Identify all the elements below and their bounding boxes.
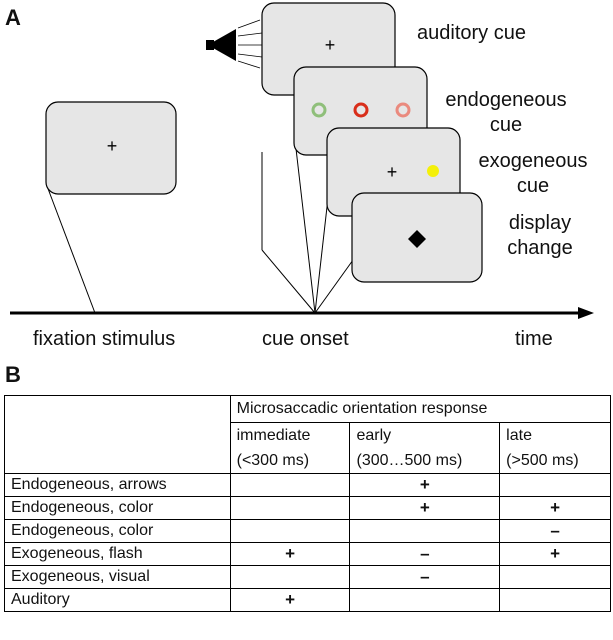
table-column-header-row: immediate (<300 ms) early (300…500 ms) l… [5, 422, 611, 474]
table-row: Exogeneous, flash + – + [4, 542, 611, 566]
time-axis [10, 307, 594, 319]
column-header-range: (300…500 ms) [356, 452, 463, 469]
endogeneous-cue-label-line1: endogeneous [445, 89, 567, 111]
table-row: Endogeneous, arrows + [4, 473, 611, 497]
cue-type-cell: Endogeneous, arrows [4, 473, 231, 497]
column-header-range: (>500 ms) [506, 452, 579, 469]
response-table: Microsaccadic orientation response immed… [4, 395, 612, 612]
exogeneous-cue-label-line1: exogeneous [478, 150, 588, 172]
time-arrowhead-icon [578, 307, 594, 319]
connector-lines [46, 139, 354, 314]
early-cell: – [349, 542, 501, 566]
diamond-icon [408, 230, 426, 248]
endogeneous-cue-label: endogeneous cue [436, 88, 576, 138]
column-header-name: immediate [236, 427, 311, 444]
auditory-cue-label: auditory cue [417, 22, 526, 44]
immediate-cell: + [229, 542, 351, 566]
column-header-range: (<300 ms) [236, 452, 310, 469]
table-row: Endogeneous, color + + [4, 496, 611, 520]
display-change-label-line2: change [507, 237, 573, 259]
pink-ring-icon [395, 102, 411, 118]
late-cell [499, 473, 611, 497]
auditory-fixation-cross: + [325, 35, 336, 55]
early-cell [349, 588, 501, 612]
exogeneous-fixation-cross: + [387, 162, 398, 182]
fixation-screen [45, 101, 177, 195]
table-group-header-row: Microsaccadic orientation response [4, 395, 612, 474]
immediate-cell [229, 473, 351, 497]
late-cell [499, 565, 611, 589]
display-change-label-line1: display [508, 212, 572, 234]
exogeneous-cue-label-line2: cue [516, 175, 550, 197]
speaker-icon [206, 19, 263, 69]
late-cell: – [499, 519, 611, 543]
table-corner-cell [4, 395, 231, 474]
early-cell [349, 519, 501, 543]
column-header-late: late (>500 ms) [499, 422, 611, 474]
display-change-screen [351, 192, 483, 283]
cue-type-cell: Auditory [4, 588, 231, 612]
column-header-early: early (300…500 ms) [349, 422, 501, 474]
cue-type-cell: Endogeneous, color [4, 496, 231, 520]
column-header-immediate: immediate (<300 ms) [229, 422, 351, 474]
exogeneous-cue-label: exogeneous cue [463, 149, 603, 199]
early-cell: – [349, 565, 501, 589]
immediate-cell: + [229, 588, 351, 612]
early-cell: + [349, 496, 501, 520]
cue-type-cell: Exogeneous, flash [4, 542, 231, 566]
column-header-name: early [356, 427, 392, 444]
red-ring-icon [353, 102, 369, 118]
table-row: Exogeneous, visual – [4, 565, 611, 589]
cue-type-cell: Endogeneous, color [4, 519, 231, 543]
late-cell: + [499, 542, 611, 566]
panel-b-letter: B [5, 362, 21, 387]
early-cell: + [349, 473, 501, 497]
cue-onset-label: cue onset [262, 328, 349, 350]
column-header-name: late [506, 427, 532, 444]
late-cell: + [499, 496, 611, 520]
fixation-stimulus-label: fixation stimulus [33, 328, 176, 350]
immediate-cell [229, 519, 351, 543]
trial-timeline-diagram: + + + [10, 2, 594, 319]
group-header-cell: Microsaccadic orientation response [229, 395, 612, 423]
panel-a-letter: A [5, 5, 21, 30]
table-row: Auditory + [4, 588, 611, 612]
immediate-cell [229, 565, 351, 589]
late-cell [499, 588, 611, 612]
immediate-cell [229, 496, 351, 520]
cue-type-cell: Exogeneous, visual [4, 565, 231, 589]
time-label: time [515, 328, 553, 350]
fixation-cross: + [107, 136, 118, 156]
table-row: Endogeneous, color – [4, 519, 611, 543]
green-ring-icon [311, 102, 327, 118]
display-change-label: display change [470, 211, 610, 261]
endogeneous-cue-label-line2: cue [489, 114, 523, 136]
flash-icon [427, 165, 439, 177]
